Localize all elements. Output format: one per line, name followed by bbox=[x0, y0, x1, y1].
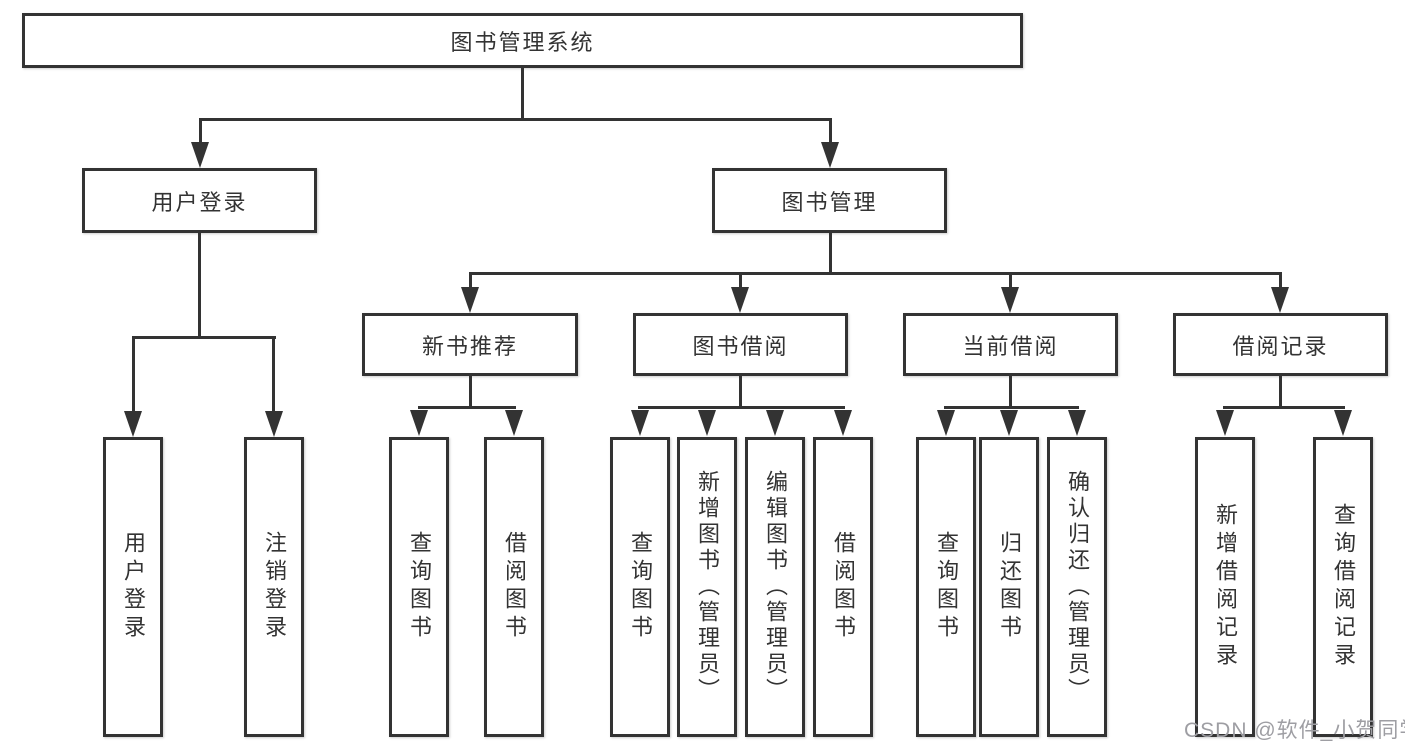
leaf-query-books-borrow-label: 查询图书 bbox=[628, 531, 653, 643]
leaf-borrow-books-recommend-label: 借阅图书 bbox=[502, 531, 527, 643]
arrow-down-icon bbox=[766, 410, 784, 436]
connector-bookmgmt-hbar bbox=[469, 272, 1282, 275]
arrow-down-icon bbox=[461, 287, 479, 313]
leaf-query-borrow-record: 查询借阅记录 bbox=[1313, 437, 1373, 737]
leaf-user-login-label: 用户登录 bbox=[121, 531, 146, 643]
leaf-logout: 注销登录 bbox=[244, 437, 304, 737]
connector-drop-level3 bbox=[469, 272, 472, 289]
connector-group-hbar bbox=[944, 406, 1079, 409]
arrow-down-icon bbox=[731, 287, 749, 313]
connector-group-stem bbox=[739, 376, 742, 408]
connector-drop-level3 bbox=[1009, 272, 1012, 289]
leaf-query-books-borrow: 查询图书 bbox=[610, 437, 670, 737]
leaf-query-borrow-record-label: 查询借阅记录 bbox=[1331, 503, 1356, 671]
connector-group-hbar bbox=[1223, 406, 1345, 409]
node-borrow-records-label: 借阅记录 bbox=[1232, 333, 1329, 359]
arrow-down-icon bbox=[937, 410, 955, 436]
connector-userlogin-hbar bbox=[132, 336, 276, 339]
arrow-down-icon bbox=[698, 410, 716, 436]
node-current-borrow-label: 当前借阅 bbox=[962, 333, 1059, 359]
connector-drop-leaf bbox=[272, 336, 275, 414]
connector-bookmgmt-stem bbox=[829, 233, 832, 275]
node-book-management: 图书管理 bbox=[712, 168, 947, 233]
arrow-down-icon bbox=[1068, 410, 1086, 436]
leaf-return-books-label: 归还图书 bbox=[997, 531, 1022, 643]
connector-group-hbar bbox=[638, 406, 845, 409]
node-book-management-label: 图书管理 bbox=[781, 189, 878, 215]
node-new-book-recommend: 新书推荐 bbox=[362, 313, 578, 376]
node-book-borrow-label: 图书借阅 bbox=[692, 333, 789, 359]
leaf-logout-label: 注销登录 bbox=[262, 531, 287, 643]
arrow-down-icon bbox=[834, 410, 852, 436]
leaf-return-books: 归还图书 bbox=[979, 437, 1039, 737]
arrow-down-icon bbox=[265, 411, 283, 437]
leaf-confirm-return-admin: 确认归还（管理员） bbox=[1047, 437, 1107, 737]
connector-drop-level3 bbox=[1279, 272, 1282, 289]
leaf-borrow-books: 借阅图书 bbox=[813, 437, 873, 737]
leaf-edit-books-admin: 编辑图书（管理员） bbox=[745, 437, 805, 737]
leaf-borrow-books-recommend: 借阅图书 bbox=[484, 437, 544, 737]
node-borrow-records: 借阅记录 bbox=[1173, 313, 1388, 376]
connector-userlogin-stem bbox=[198, 233, 201, 338]
arrow-down-icon bbox=[1001, 287, 1019, 313]
connector-drop-level3 bbox=[739, 272, 742, 289]
leaf-add-borrow-record-label: 新增借阅记录 bbox=[1213, 503, 1238, 671]
leaf-user-login: 用户登录 bbox=[103, 437, 163, 737]
arrow-down-icon bbox=[410, 410, 428, 436]
node-user-login-label: 用户登录 bbox=[151, 189, 248, 215]
node-root-library-system: 图书管理系统 bbox=[22, 13, 1023, 68]
arrow-down-icon bbox=[631, 410, 649, 436]
leaf-borrow-books-label: 借阅图书 bbox=[831, 531, 856, 643]
leaf-query-books-current: 查询图书 bbox=[916, 437, 976, 737]
node-new-book-recommend-label: 新书推荐 bbox=[421, 333, 518, 359]
leaf-query-books-recommend-label: 查询图书 bbox=[407, 531, 432, 643]
leaf-add-books-admin-label: 新增图书（管理员） bbox=[695, 470, 720, 704]
node-current-borrow: 当前借阅 bbox=[903, 313, 1118, 376]
node-root-label: 图书管理系统 bbox=[450, 29, 595, 55]
leaf-add-books-admin: 新增图书（管理员） bbox=[677, 437, 737, 737]
arrow-down-icon bbox=[1000, 410, 1018, 436]
connector-drop-leaf bbox=[132, 336, 135, 414]
csdn-watermark: CSDN @软件_小贺同学 bbox=[1184, 719, 1405, 742]
connector-drop-user-login bbox=[199, 118, 202, 144]
connector-group-stem bbox=[469, 376, 472, 408]
arrow-down-icon bbox=[191, 142, 209, 168]
arrow-down-icon bbox=[1216, 410, 1234, 436]
arrow-down-icon bbox=[1334, 410, 1352, 436]
node-user-login: 用户登录 bbox=[82, 168, 317, 233]
arrow-down-icon bbox=[124, 411, 142, 437]
leaf-confirm-return-admin-label: 确认归还（管理员） bbox=[1065, 470, 1090, 704]
arrow-down-icon bbox=[821, 142, 839, 168]
arrow-down-icon bbox=[1271, 287, 1289, 313]
node-book-borrow: 图书借阅 bbox=[633, 313, 848, 376]
leaf-query-books-current-label: 查询图书 bbox=[934, 531, 959, 643]
connector-root-hbar bbox=[199, 118, 832, 121]
leaf-edit-books-admin-label: 编辑图书（管理员） bbox=[763, 470, 788, 704]
connector-group-hbar bbox=[418, 406, 516, 409]
connector-group-stem bbox=[1009, 376, 1012, 408]
connector-root-stem bbox=[521, 68, 524, 120]
connector-group-stem bbox=[1279, 376, 1282, 408]
leaf-add-borrow-record: 新增借阅记录 bbox=[1195, 437, 1255, 737]
arrow-down-icon bbox=[505, 410, 523, 436]
leaf-query-books-recommend: 查询图书 bbox=[389, 437, 449, 737]
connector-drop-book-mgmt bbox=[829, 118, 832, 144]
